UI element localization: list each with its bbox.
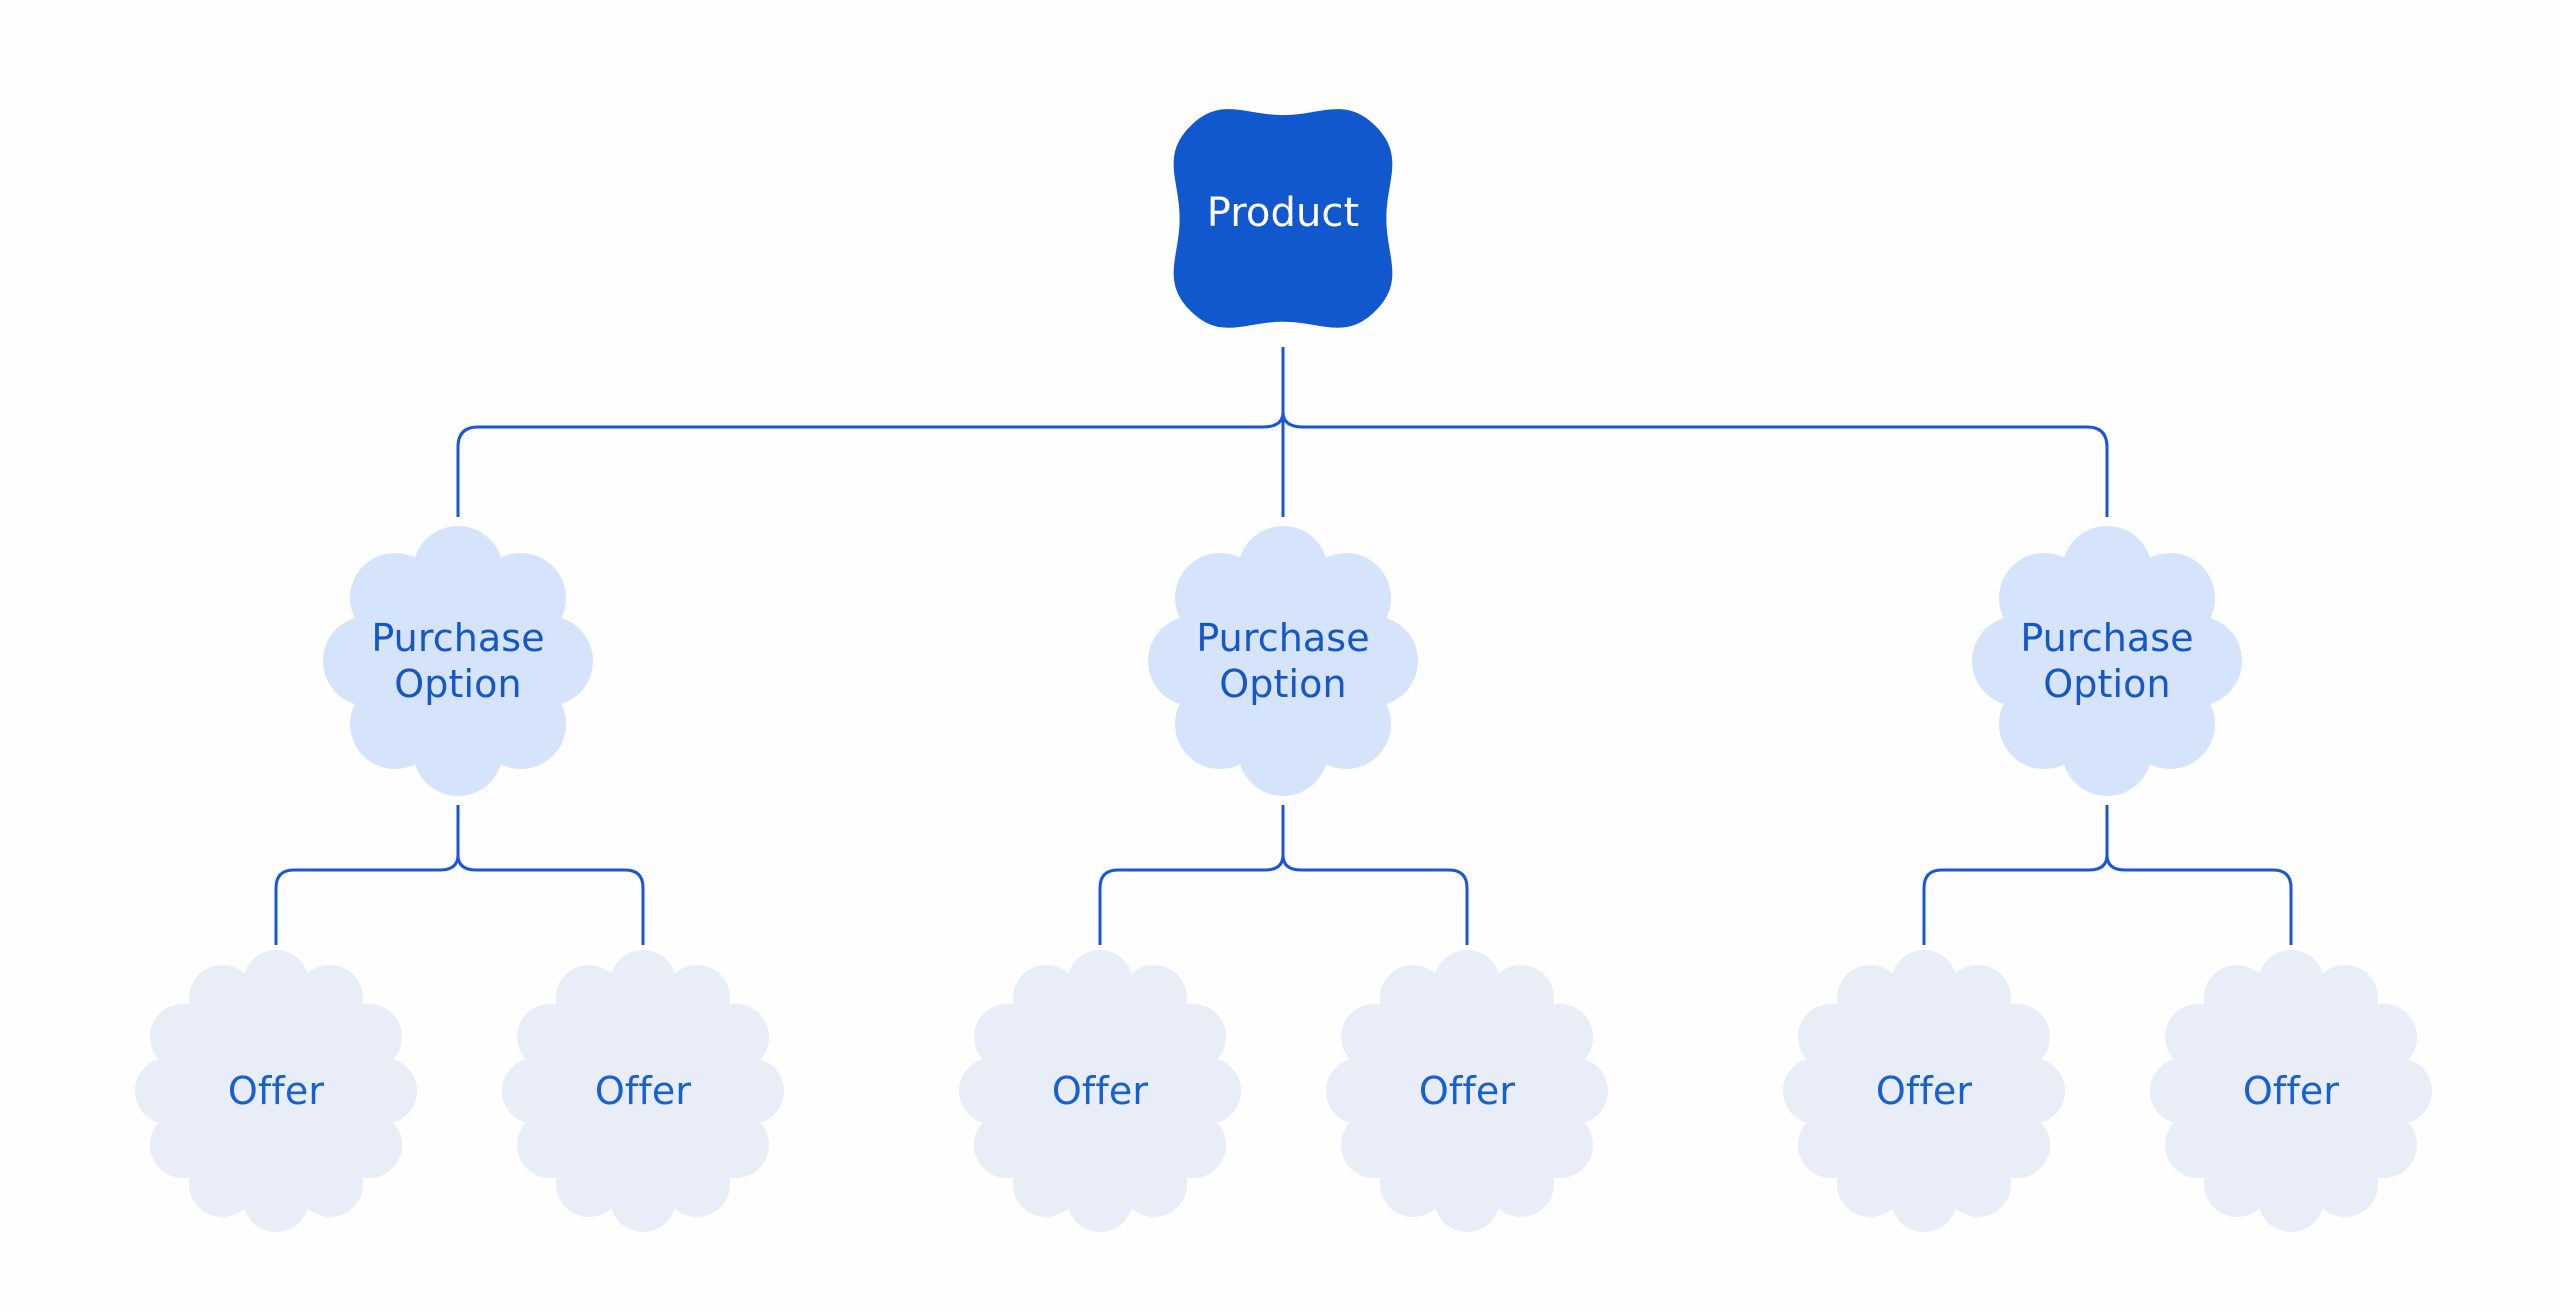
node-purchase-option-2-label: Purchase Option xyxy=(1196,615,1370,706)
node-offer-1-label: Offer xyxy=(227,1068,325,1113)
node-offer-4-label: Offer xyxy=(1418,1068,1516,1113)
node-offer-2-label: Offer xyxy=(594,1068,692,1113)
node-purchase-option-3-label: Purchase Option xyxy=(2020,615,2194,706)
offer-scallop-shape xyxy=(1326,950,1608,1232)
edge-option3-bus-right xyxy=(2105,854,2293,945)
offer-scallop-shape xyxy=(959,950,1241,1232)
node-product-label: Product xyxy=(1206,189,1360,236)
node-offer-2[interactable]: Offer xyxy=(493,941,793,1241)
node-offer-5[interactable]: Offer xyxy=(1774,941,2074,1241)
node-offer-3[interactable]: Offer xyxy=(950,941,1250,1241)
node-product[interactable]: Product xyxy=(1147,77,1419,349)
node-purchase-option-1-label: Purchase Option xyxy=(371,615,545,706)
edge-option1-bus-right xyxy=(456,854,645,945)
edge-bus-top-right xyxy=(1281,411,2109,517)
node-offer-6[interactable]: Offer xyxy=(2141,941,2441,1241)
node-offer-3-label: Offer xyxy=(1051,1068,1149,1113)
node-offer-1[interactable]: Offer xyxy=(126,941,426,1241)
edge-option2-bus-right xyxy=(1281,854,1469,945)
node-purchase-option-3[interactable]: Purchase Option xyxy=(1957,511,2257,811)
offer-scallop-shape xyxy=(502,950,784,1232)
edge-option2-bus-left xyxy=(1098,854,1285,945)
purchase-option-flower-shape xyxy=(1148,526,1418,796)
purchase-option-flower-shape xyxy=(323,526,593,796)
node-purchase-option-2[interactable]: Purchase Option xyxy=(1133,511,1433,811)
edge-bus-top-left xyxy=(456,411,1285,517)
product-blob-shape xyxy=(1173,109,1393,328)
offer-scallop-shape xyxy=(2150,950,2432,1232)
node-offer-4[interactable]: Offer xyxy=(1317,941,1617,1241)
node-offer-6-label: Offer xyxy=(2242,1068,2340,1113)
offer-scallop-shape xyxy=(135,950,417,1232)
edge-option1-bus-left xyxy=(274,854,460,945)
edge-option3-bus-left xyxy=(1922,854,2109,945)
node-purchase-option-1[interactable]: Purchase Option xyxy=(308,511,608,811)
purchase-option-flower-shape xyxy=(1972,526,2242,796)
offer-scallop-shape xyxy=(1783,950,2065,1232)
node-offer-5-label: Offer xyxy=(1875,1068,1973,1113)
